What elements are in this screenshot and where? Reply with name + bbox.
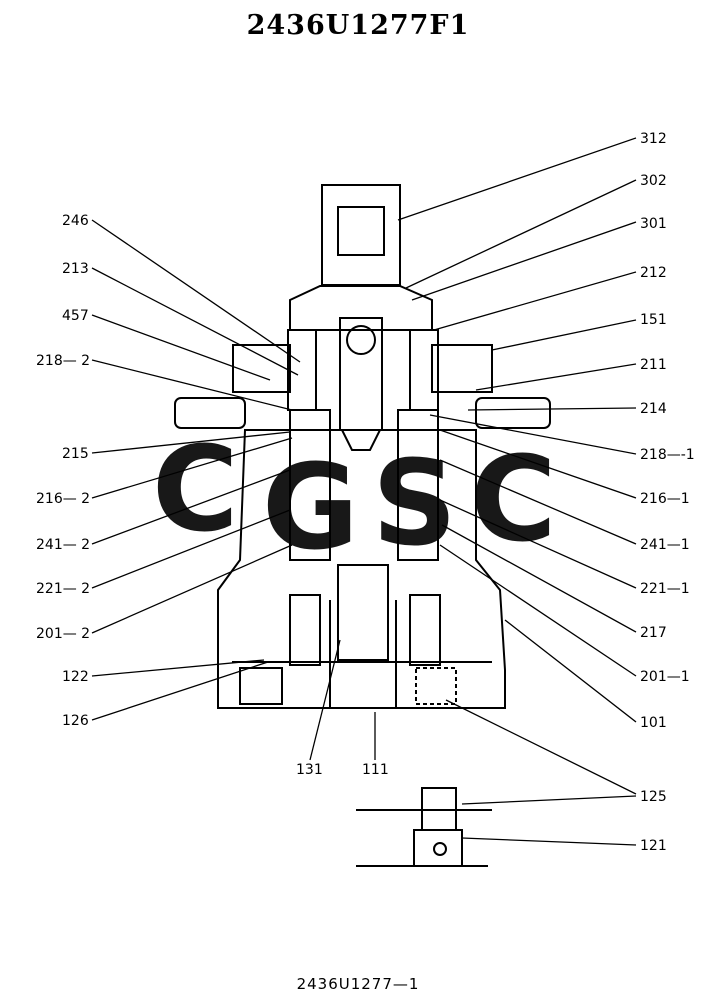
right-plug — [415, 667, 457, 705]
watermark-letter-3: S — [372, 434, 457, 572]
callout-101: 101 — [640, 715, 667, 731]
leader-216-2 — [91, 437, 293, 499]
callout-211: 211 — [640, 357, 667, 373]
left-bore-lower — [289, 409, 331, 561]
callout-217: 217 — [640, 625, 667, 641]
center-cavity — [337, 564, 389, 661]
callout-201-2: 201— 2 — [36, 626, 90, 642]
callout-111: 111 — [362, 762, 389, 778]
drawing-number-title: 2436U1277F1 — [246, 10, 470, 41]
valve-drawing — [174, 184, 551, 709]
leader-457 — [91, 314, 271, 381]
right-boss — [475, 397, 551, 429]
leader-217 — [441, 524, 637, 633]
leader-126 — [91, 661, 269, 721]
leader-301 — [411, 221, 637, 301]
callout-216-1: 216—1 — [640, 491, 690, 507]
leader-101 — [504, 619, 637, 723]
leader-218-2 — [91, 359, 293, 411]
leader-312 — [397, 137, 637, 221]
callout-151: 151 — [640, 312, 667, 328]
callout-221-2: 221— 2 — [36, 581, 90, 597]
callout-121: 121 — [640, 838, 667, 854]
upper-flange-right — [431, 344, 493, 393]
leader-125-a — [445, 699, 637, 795]
leader-125-b — [461, 795, 637, 805]
left-boss — [174, 397, 246, 429]
leader-218-1 — [429, 414, 637, 455]
leader-215 — [91, 431, 291, 454]
watermark-letter-2: G — [262, 438, 359, 576]
leader-214 — [467, 407, 637, 411]
left-plug — [239, 667, 283, 705]
top-nut-inner — [337, 206, 385, 256]
callout-labels: 312 302 301 212 151 211 214 218—-1 216—1… — [36, 131, 695, 854]
callout-246: 246 — [62, 213, 89, 229]
watermark: C G S C — [152, 420, 557, 576]
callout-218-1: 218—-1 — [640, 447, 695, 463]
callout-215: 215 — [62, 446, 89, 462]
leader-122 — [91, 659, 265, 677]
callout-216-2: 216— 2 — [36, 491, 90, 507]
callout-457: 457 — [62, 308, 89, 324]
leader-241-2 — [91, 469, 291, 545]
leader-302 — [405, 179, 637, 289]
callout-241-2: 241— 2 — [36, 537, 90, 553]
callout-301: 301 — [640, 216, 667, 232]
right-bore-lower — [397, 409, 439, 561]
leader-211 — [475, 363, 637, 391]
leader-201-1 — [439, 544, 637, 677]
callout-302: 302 — [640, 173, 667, 189]
leader-221-1 — [439, 499, 637, 589]
upper-flange — [232, 344, 291, 393]
leader-241-1 — [439, 459, 637, 545]
top-nut — [321, 184, 401, 286]
right-bore-upper — [409, 329, 439, 411]
callout-221-1: 221—1 — [640, 581, 690, 597]
callout-218-2: 218— 2 — [36, 353, 90, 369]
left-spring — [289, 594, 321, 666]
detail-screw — [433, 842, 447, 856]
detail-view — [356, 787, 492, 867]
leader-212 — [433, 271, 637, 331]
leader-131 — [309, 639, 341, 761]
callout-241-1: 241—1 — [640, 537, 690, 553]
leader-221-2 — [91, 509, 291, 589]
watermark-letter-1: C — [152, 420, 239, 558]
callout-312: 312 — [640, 131, 667, 147]
callout-131: 131 — [296, 762, 323, 778]
leader-151 — [491, 319, 637, 351]
upper-housing — [289, 285, 433, 331]
callout-214: 214 — [640, 401, 667, 417]
leader-216-1 — [439, 429, 637, 499]
callout-213: 213 — [62, 261, 89, 277]
callout-126: 126 — [62, 713, 89, 729]
leader-121 — [461, 837, 637, 846]
main-body — [217, 429, 506, 709]
left-bore-upper — [287, 329, 317, 411]
leader-201-2 — [91, 544, 293, 634]
callout-212: 212 — [640, 265, 667, 281]
callout-125: 125 — [640, 789, 667, 805]
detail-block — [413, 829, 463, 867]
right-spring — [409, 594, 441, 666]
callout-122: 122 — [62, 669, 89, 685]
leader-246 — [91, 219, 301, 363]
leader-lines — [91, 137, 637, 846]
leader-213 — [91, 267, 299, 376]
callout-201-1: 201—1 — [640, 669, 690, 685]
push-rod — [339, 317, 383, 431]
pivot — [346, 325, 376, 355]
drawing-number-footer: 2436U1277—1 — [296, 975, 420, 993]
watermark-letter-4: C — [470, 430, 557, 568]
